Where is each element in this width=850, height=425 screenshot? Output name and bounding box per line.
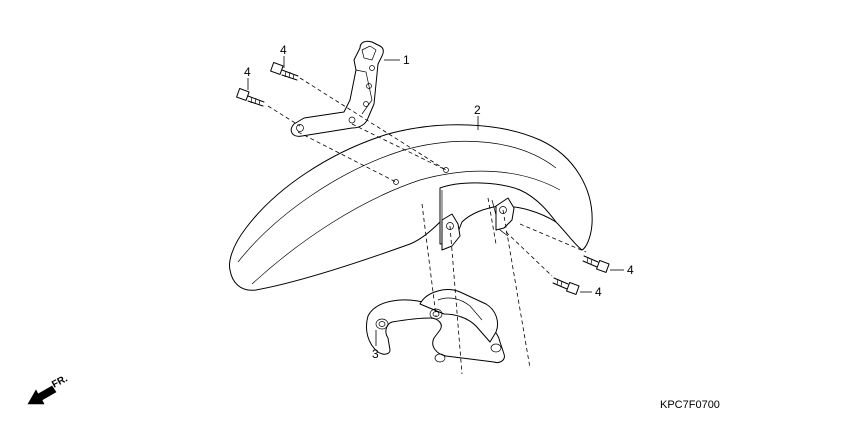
front-fender bbox=[229, 124, 593, 291]
callout-1: 1 bbox=[403, 53, 410, 67]
bolt-upper bbox=[270, 62, 299, 81]
callout-4-top: 4 bbox=[280, 43, 287, 57]
fender-stay bbox=[365, 289, 505, 363]
diagram-code: KPC7F0700 bbox=[660, 399, 720, 411]
callout-3: 3 bbox=[372, 347, 379, 361]
fender-bracket bbox=[290, 40, 384, 137]
callout-4-right: 4 bbox=[627, 263, 634, 277]
callout-4-left: 4 bbox=[244, 65, 251, 79]
front-direction-indicator: FR. bbox=[27, 373, 70, 405]
callouts: 1 2 3 4 4 4 4 bbox=[244, 43, 634, 361]
front-arrow-icon bbox=[27, 385, 57, 405]
bolt-upper-left bbox=[236, 88, 265, 107]
assembly-lines bbox=[267, 77, 587, 375]
front-label: FR. bbox=[50, 373, 70, 390]
bolt-lower bbox=[552, 277, 580, 295]
bolt-lower-right bbox=[582, 255, 610, 273]
callout-4-lower: 4 bbox=[595, 285, 602, 299]
callout-2: 2 bbox=[474, 103, 481, 117]
